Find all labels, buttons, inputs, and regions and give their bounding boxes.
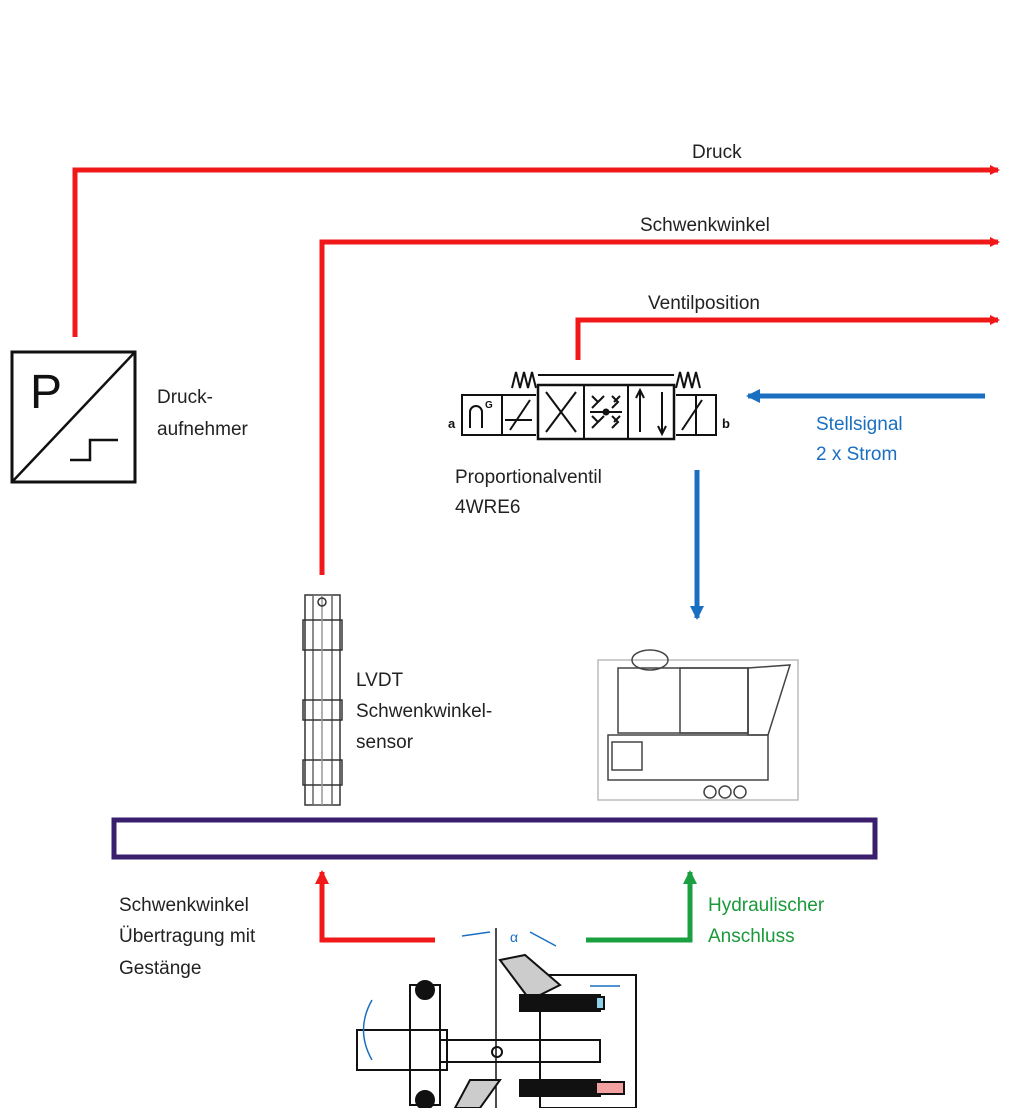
druck-signal-line	[72, 165, 1000, 337]
ventilposition-signal-line	[575, 315, 1000, 360]
pump-frame-bar	[111, 817, 878, 860]
ventilposition-signal-label: Ventilposition	[648, 293, 760, 314]
stellsignal-label-1: Stellsignal	[816, 414, 903, 435]
hydraulic-label-2: Anschluss	[708, 926, 795, 947]
lvdt-sensor-drawing	[302, 594, 343, 806]
druck-signal-label: Druck	[692, 142, 742, 163]
linkage-label-1: Schwenkwinkel	[119, 895, 249, 916]
schwenkwinkel-signal-label: Schwenkwinkel	[640, 215, 770, 236]
pressure-sensor-label-1: Druck-	[157, 387, 213, 408]
pump-angle-symbol: α	[510, 929, 518, 945]
valve-label-1: Proportionalventil	[455, 467, 602, 488]
linkage-arrow	[315, 870, 435, 943]
lvdt-label-3: sensor	[356, 732, 414, 753]
valve-port-a: a	[448, 416, 456, 431]
valve-block-drawing	[597, 649, 799, 801]
proportional-valve-symbol: a b G	[448, 371, 730, 441]
axial-piston-pump-drawing: α	[356, 928, 637, 1108]
valve-solenoid-letter: G	[485, 400, 493, 411]
valve-port-b: b	[722, 416, 730, 431]
pressure-symbol-letter: P	[30, 366, 62, 419]
pressure-sensor-label-2: aufnehmer	[157, 419, 248, 440]
valve-label-2: 4WRE6	[455, 497, 521, 518]
linkage-label-3: Gestänge	[119, 958, 202, 979]
lvdt-label-2: Schwenkwinkel-	[356, 701, 493, 722]
schwenkwinkel-signal-line	[319, 237, 1000, 575]
hydraulic-arrow	[586, 870, 697, 943]
pressure-transducer-icon: P	[10, 350, 137, 484]
lvdt-label-1: LVDT	[356, 670, 404, 691]
stellsignal-label-2: 2 x Strom	[816, 444, 898, 465]
linkage-label-2: Übertragung mit	[119, 926, 256, 947]
hydraulic-label-1: Hydraulischer	[708, 895, 825, 916]
